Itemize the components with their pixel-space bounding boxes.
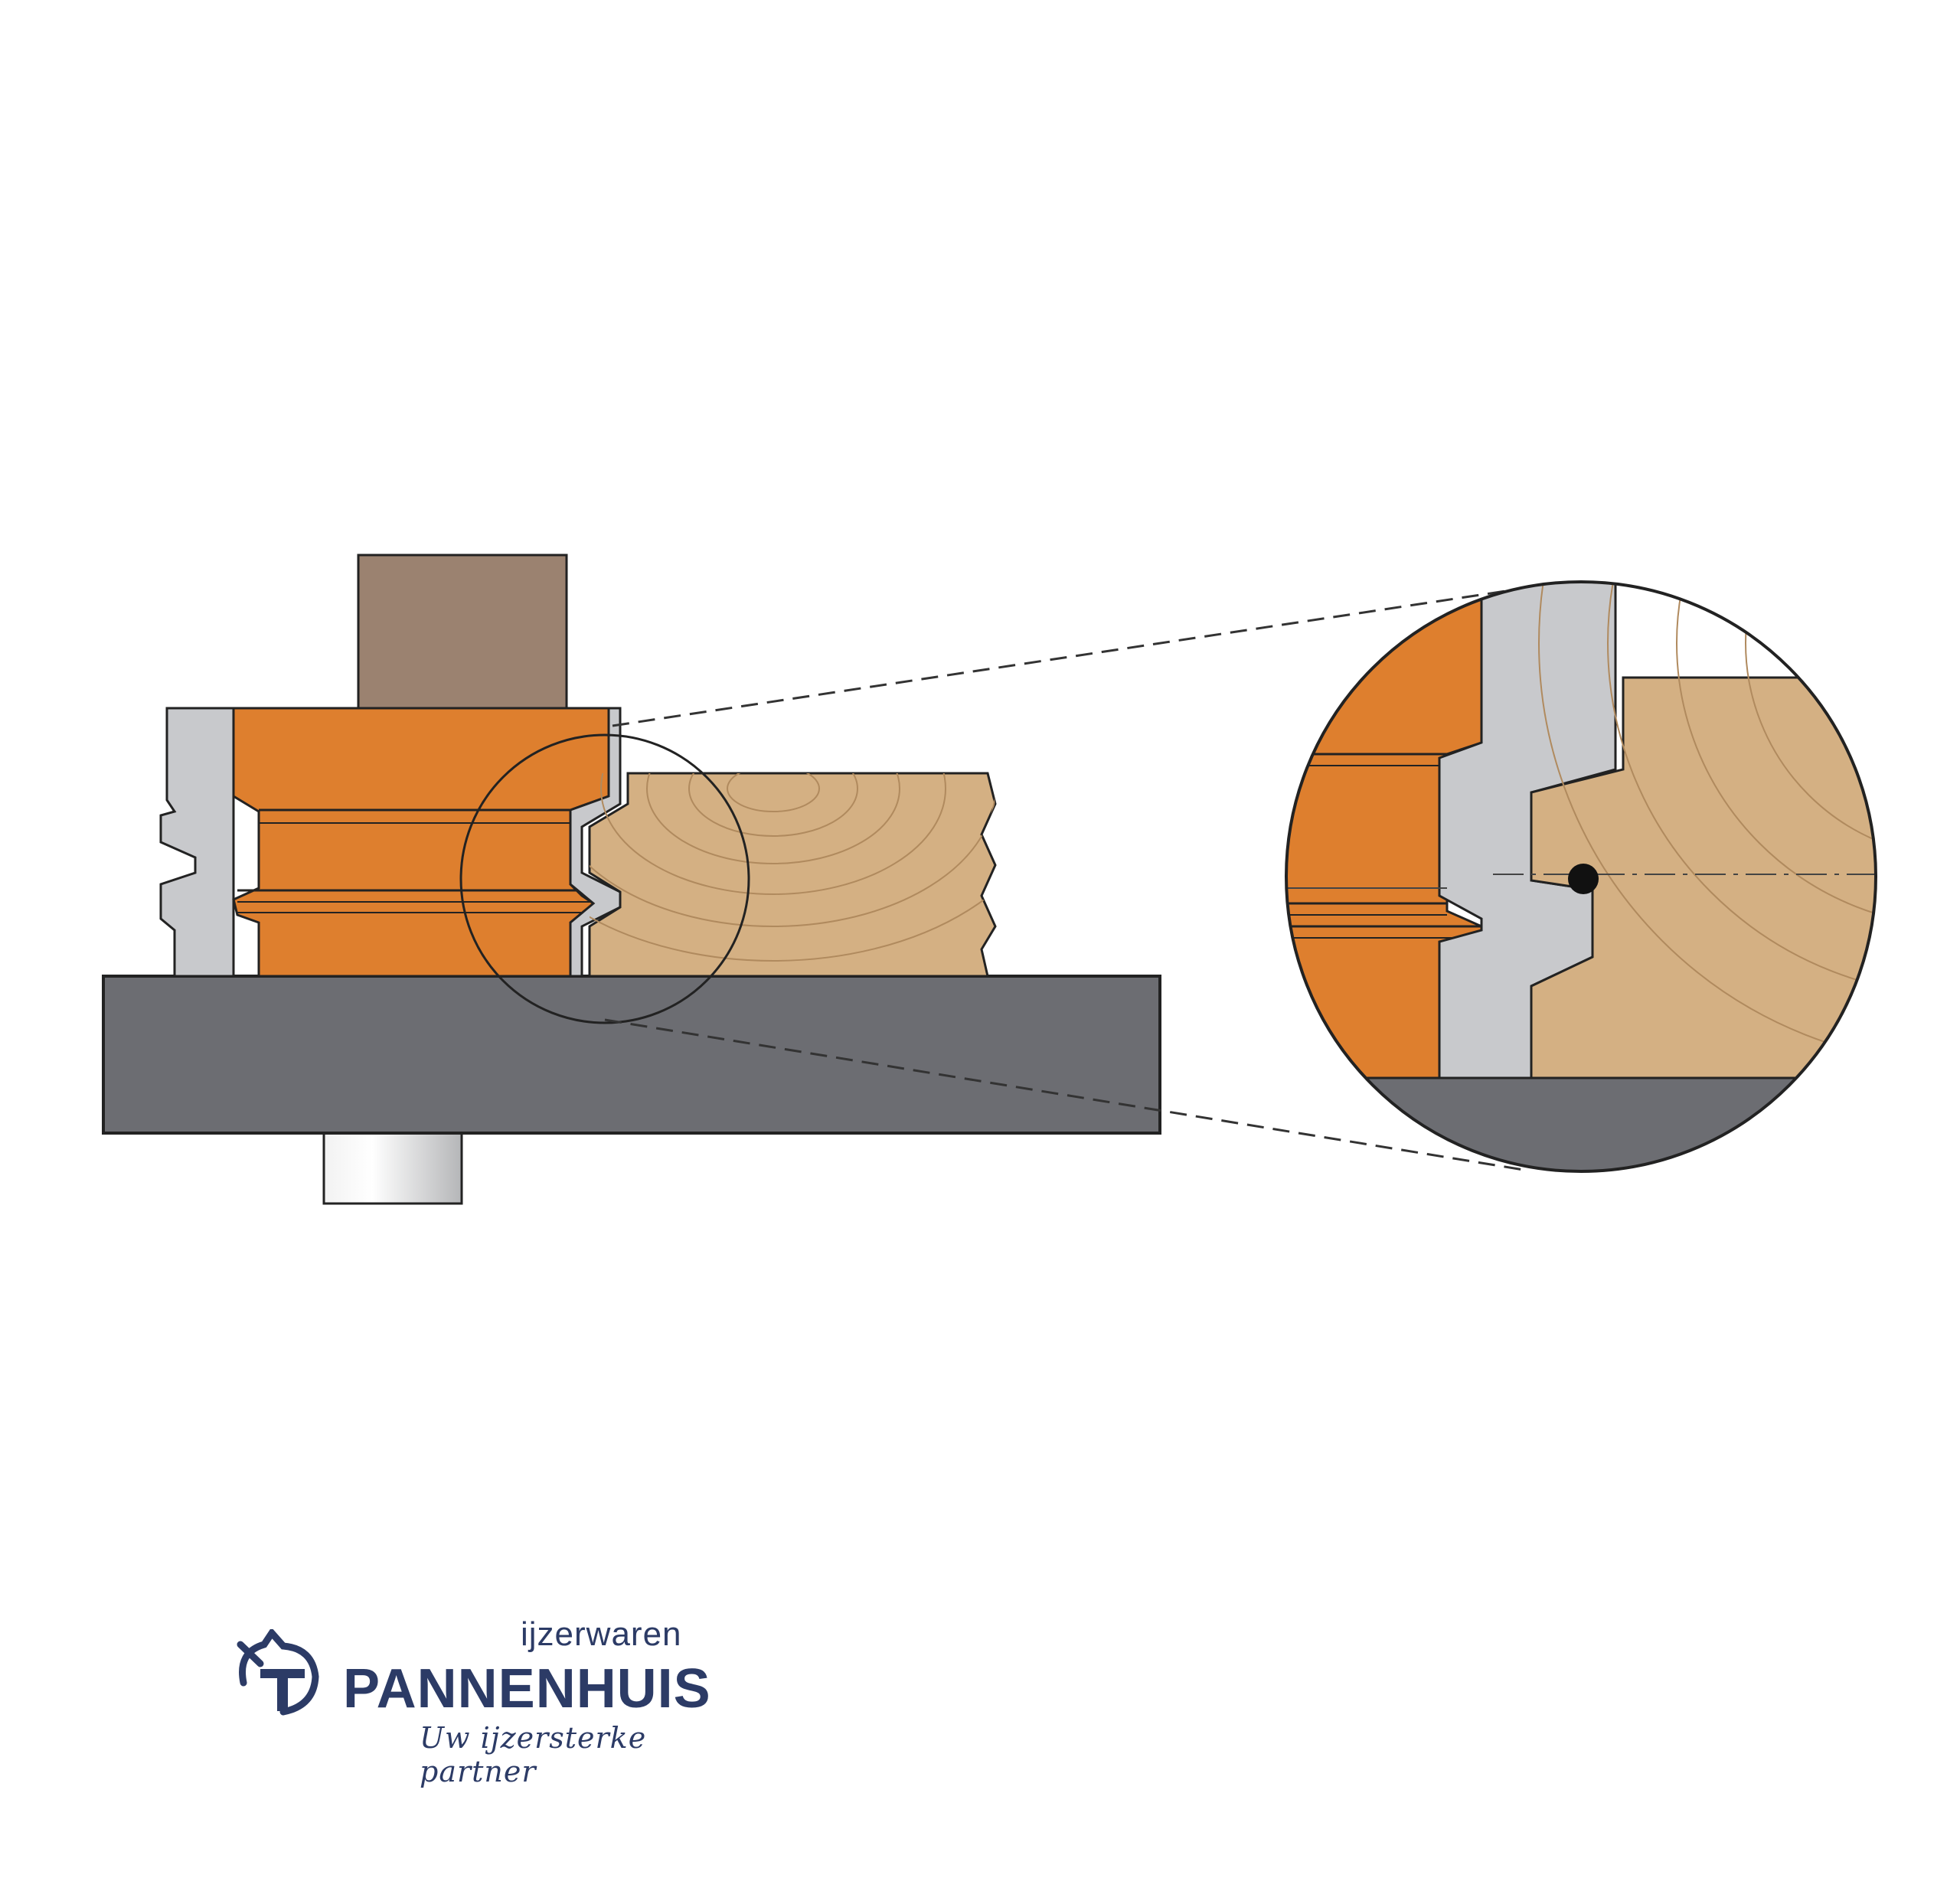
zoom-connector-top [612,588,1517,727]
cutter-orange-body [232,707,610,978]
logo-tagline: Uw ijzersterke partner [420,1721,647,1788]
bearing-dot-icon [1568,864,1599,894]
cutter-right-gray [569,707,622,978]
top-shank [357,554,568,710]
logo-main-text: PANNENHUIS [343,1658,711,1720]
tool-holder-logo-icon [237,1629,319,1716]
brand-logo: ijzerwaren PANNENHUIS Uw ijzersterke par… [230,1615,735,1799]
router-table [102,975,1161,1135]
magnifier-zoom-circle [1285,580,1877,1173]
logo-top-text: ijzerwaren [521,1615,682,1653]
lower-shaft [322,1132,463,1205]
wood-board [588,772,997,978]
cutter-left-gray [159,707,235,978]
magnifier-source-circle [459,733,750,1024]
zoom-detail [1286,582,1876,1171]
